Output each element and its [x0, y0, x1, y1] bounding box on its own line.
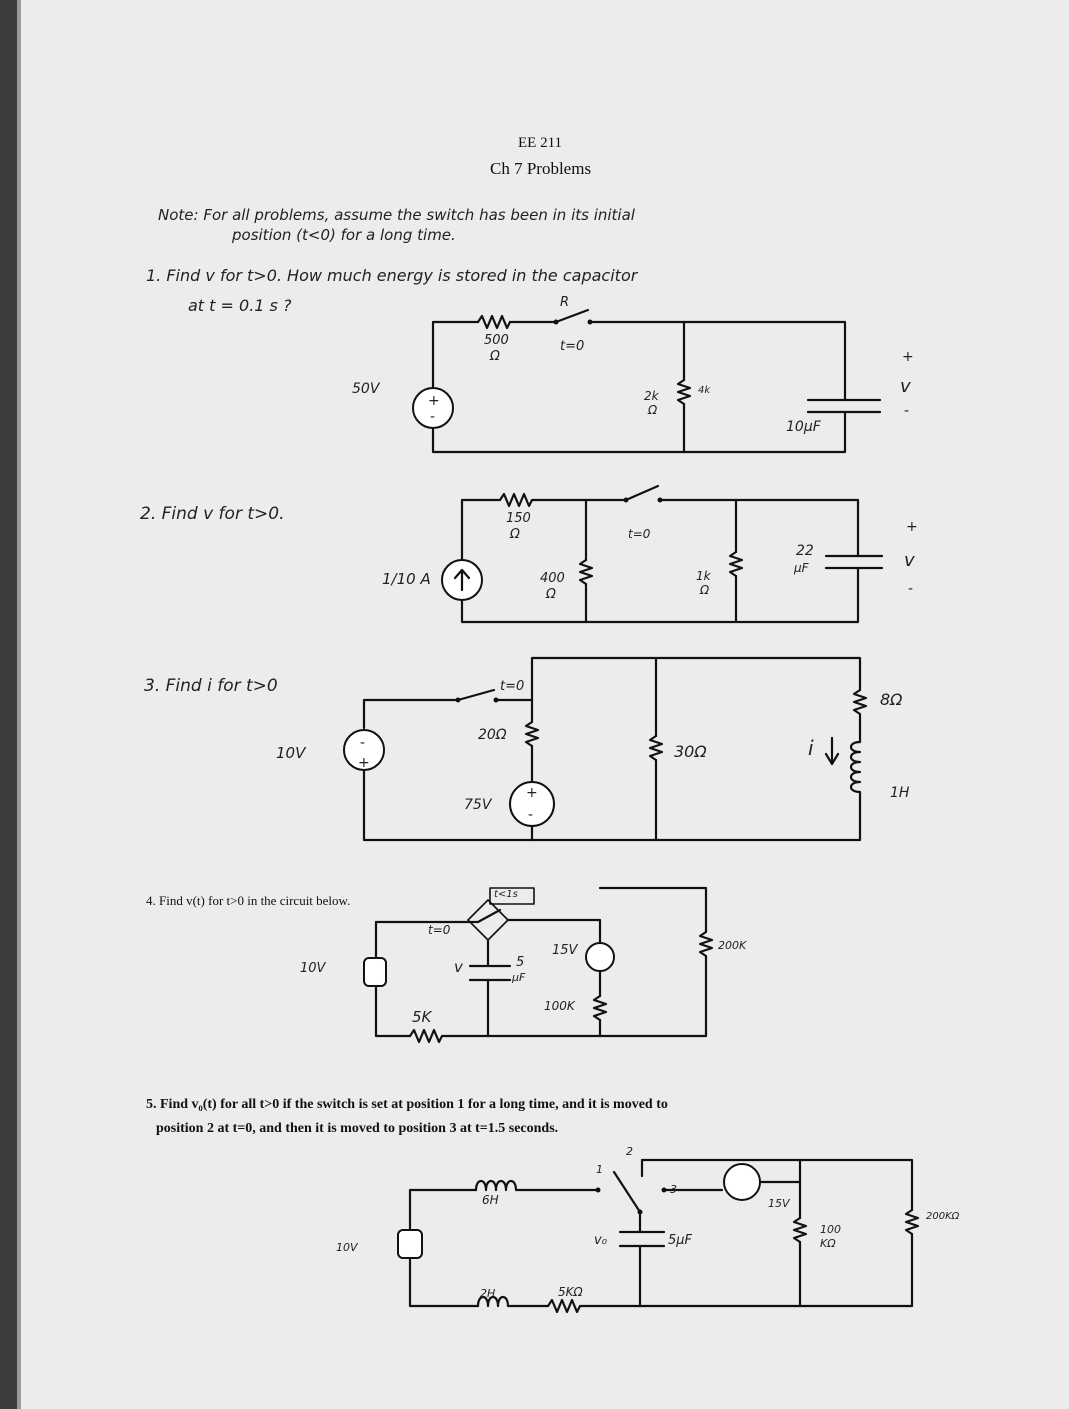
- p3-resistor3-label: 8Ω: [880, 690, 903, 709]
- p5-resistor2-label: 100: [820, 1223, 841, 1236]
- p5-resistor1-label: 5KΩ: [558, 1285, 583, 1299]
- p1-resistor2-unit: Ω: [648, 403, 658, 417]
- p3-source2-label: 75V: [464, 797, 492, 813]
- problem-5-text: 5. Find v₀(t) for all t>0 if the switch …: [146, 1097, 668, 1112]
- p5-resistor2-unit: KΩ: [820, 1237, 836, 1250]
- p3-inductor-label: 1H: [890, 785, 910, 801]
- p2-resistor2-label: 400: [540, 571, 565, 586]
- p2-v-plus: +: [906, 519, 918, 535]
- p2-resistor3-label: 1k: [696, 569, 711, 583]
- p1-resistor2-label: 2k: [644, 389, 659, 403]
- p5-inductor1-label: 6H: [482, 1193, 499, 1207]
- p1-capacitor-label: 10µF: [786, 419, 821, 435]
- note-line-1: Note: For all problems, assume the switc…: [158, 206, 635, 224]
- p3-source1-label: 10V: [276, 744, 306, 762]
- p2-source-label: 1/10 A: [382, 570, 431, 588]
- problem-3-text: 3. Find i for t>0: [144, 676, 278, 696]
- p4-source1-label: 10V: [300, 961, 326, 976]
- problem-2-text: 2. Find v for t>0.: [140, 504, 285, 524]
- p5-source1-label: 10V: [336, 1241, 358, 1254]
- circuit-5: [397, 1158, 920, 1314]
- p1-v-minus: -: [904, 403, 910, 419]
- course-code: EE 211: [518, 135, 563, 151]
- p3-resistor2-label: 30Ω: [674, 742, 707, 761]
- problem-1-text-2: at t = 0.1 s ?: [188, 296, 292, 315]
- p2-switch-label: t=0: [628, 527, 651, 541]
- p2-capacitor-label: 22: [796, 543, 814, 559]
- problem-5-text-2: position 2 at t=0, and then it is moved …: [156, 1121, 559, 1136]
- p5-inductor2-label: 2H: [480, 1287, 496, 1300]
- note-line-2: position (t<0) for a long time.: [232, 226, 456, 244]
- p1-source-label: 50V: [352, 381, 380, 397]
- p4-source2-label: 15V: [552, 943, 578, 958]
- p1-v-plus: +: [902, 349, 914, 365]
- p5-source2-label: 15V: [768, 1197, 790, 1210]
- p3-switch-label: t=0: [500, 679, 525, 694]
- circuit-2: [441, 484, 884, 624]
- p5-pos2-label: 2: [626, 1145, 633, 1158]
- p5-resistor3-label: 200KΩ: [926, 1211, 960, 1222]
- page-left-edge: [0, 0, 17, 1409]
- p4-switch-label: t=0: [428, 923, 451, 937]
- p2-resistor3-unit: Ω: [700, 583, 710, 597]
- problem-1-text: 1. Find v for t>0. How much energy is st…: [146, 266, 638, 285]
- p5-pos3-label: 3: [670, 1183, 677, 1196]
- p1-switch-label: t=0: [560, 339, 585, 354]
- p4-resistor2-label: 100K: [544, 999, 575, 1013]
- p4-resistor3-label: 200K: [718, 939, 747, 952]
- circuit-4: [363, 886, 714, 1044]
- page-title: Ch 7 Problems: [490, 159, 592, 178]
- p3-resistor1-label: 20Ω: [478, 727, 507, 743]
- p4-resistor1-label: 5K: [412, 1008, 432, 1026]
- p4-box-label: t<1s: [494, 889, 518, 900]
- p1-v-symbol: v: [900, 376, 911, 397]
- problem-4-text: 4. Find v(t) for t>0 in the circuit belo…: [146, 893, 351, 908]
- p5-capacitor-v: v₀: [594, 1233, 607, 1248]
- p1-resistor-value: 500: [484, 333, 509, 348]
- p2-resistor2-unit: Ω: [546, 587, 556, 602]
- p4-capacitor-label: 5: [516, 955, 525, 970]
- p2-resistor1-label: 150: [506, 511, 531, 526]
- p3-current-label: i: [808, 736, 814, 760]
- p2-v-symbol: v: [904, 550, 915, 571]
- circuit-1: [412, 308, 882, 454]
- circuit-3: [343, 656, 868, 842]
- p1-resistor2-note: 4k: [698, 385, 711, 396]
- p1-switch-top: R: [560, 295, 570, 310]
- p5-capacitor-label: 5µF: [668, 1233, 693, 1248]
- p2-v-minus: -: [908, 581, 914, 597]
- p5-pos1-label: 1: [596, 1163, 603, 1176]
- p1-resistor-unit: Ω: [490, 349, 500, 364]
- p4-capacitor-v: v: [454, 958, 463, 976]
- p4-capacitor-unit: µF: [512, 971, 526, 984]
- p2-resistor1-unit: Ω: [510, 527, 520, 542]
- p2-capacitor-unit: µF: [794, 561, 809, 575]
